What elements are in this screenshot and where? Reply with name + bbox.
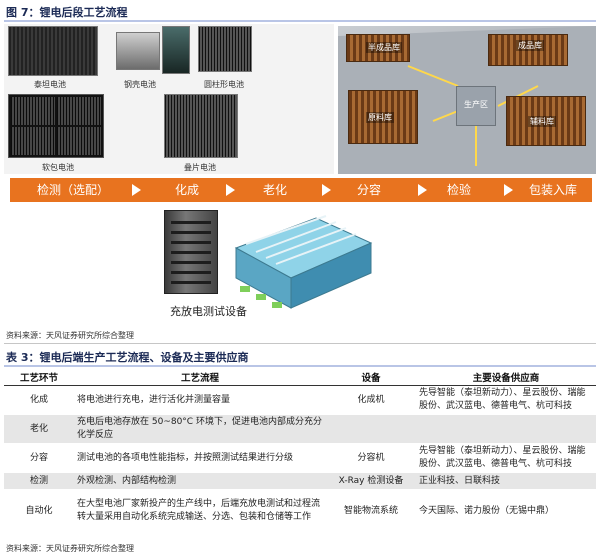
cell-equipment: 智能物流系统 [343,505,398,516]
cell-suppliers: 正业科技、日联科技 [416,473,596,489]
cell-stage: 检测 [4,473,74,489]
equipment-caption: 充放电测试设备 [170,305,247,318]
header-equipment: 设备 [326,369,416,386]
cell-process: 充电后电池存放在 50~80°C 环境下，促进电池内部成分充分化学反应 [74,415,326,443]
figure-title: 图 7：锂电后段工艺流程 [6,6,128,19]
cell-suppliers: 先导智能（泰坦新动力）、星云股份、瑞能股份、武汉蓝电、德普电气、杭可科技 [419,446,586,469]
warehouse-label-semi: 半成品库 [366,42,402,53]
photo-label-2: 钢壳电池 [124,80,156,89]
process-step-4: 分容 [356,183,381,197]
production-area-label: 生产区 [464,100,488,109]
soft-pack-xray-grid [8,94,104,158]
table-source: 资料来源：天风证券研究所综合整理 [6,544,134,553]
figure-title-rule [4,20,596,22]
cell-equipment: X-Ray 检测设备 [326,473,416,489]
process-step-1: 检测（选配） [36,183,109,197]
process-step-6: 包装入库 [528,183,577,197]
cell-suppliers: 今天国际、诺力股份（无锡中鼎） [419,505,555,516]
steel-case-cell-photo [116,32,160,70]
process-step-3: 老化 [262,183,287,197]
table-row: 老化 充电后电池存放在 50~80°C 环境下，促进电池内部成分充分化学反应 [4,415,596,443]
process-flow-bar: 检测（选配） 化成 老化 分容 检验 包装入库 [10,178,592,202]
table-row: 检测 外观检测、内部结构检测 X-Ray 检测设备 正业科技、日联科技 [4,473,596,489]
header-stage: 工艺环节 [4,369,74,386]
rack-finished [488,34,568,66]
cell-stage: 分容 [29,452,48,463]
figure-source: 资料来源：天风证券研究所综合整理 [6,331,134,340]
cell-suppliers [416,415,596,443]
cell-suppliers: 先导智能（泰坦新动力）、星云股份、瑞能股份、武汉蓝电、德普电气、杭可科技 [419,388,586,412]
process-step-2: 化成 [174,183,199,197]
production-area: 生产区 [456,86,496,126]
cell-process: 将电池进行充电，进行活化并测量容量 [77,394,231,405]
cell-equipment: 化成机 [357,394,385,405]
cell-stage: 自动化 [25,505,53,516]
pouch-cell-photo [8,26,98,76]
table-title-rule [4,365,596,367]
header-process: 工艺流程 [74,369,326,386]
warehouse-label-finished: 成品库 [516,40,544,51]
flow-arrow-icon [504,184,513,196]
warehouse-label-raw: 原料库 [366,112,394,123]
cell-stage: 老化 [4,415,74,443]
battery-photo-panel: 泰坦电池 钢壳电池 圆柱形电池 软包电池 叠片电池 [4,24,334,174]
rack-semi-finished [346,34,410,62]
process-table: 工艺环节 工艺流程 设备 主要设备供应商 化成 将电池进行充电，进行活化并测量容… [4,369,596,533]
cell-process: 外观检测、内部结构检测 [74,473,326,489]
laminated-cell-xray [164,94,238,158]
rack-raw-material [348,90,418,144]
cell-equipment [326,415,416,443]
formation-machine-illustration [234,215,373,309]
table-row: 分容 测试电池的各项电性能指标，并按照测试结果进行分级 分容机 先导智能（泰坦新… [4,443,596,473]
warehouse-label-aux: 辅料库 [528,116,556,127]
cell-process: 测试电池的各项电性能指标，并按照测试结果进行分级 [77,452,294,463]
charge-discharge-cabinet [164,210,218,294]
table-header-row: 工艺环节 工艺流程 设备 主要设备供应商 [4,369,596,386]
cylindrical-cell-photo [198,26,252,72]
warehouse-layout: 生产区 半成品库 成品库 原料库 辅料库 [338,26,596,174]
process-figure: 泰坦电池 钢壳电池 圆柱形电池 软包电池 叠片电池 生产区 半成品库 成品库 原… [4,24,596,324]
photo-label-3: 圆柱形电池 [204,80,244,89]
flow-arrow-icon [132,184,141,196]
table-title: 表 3：锂电后端生产工艺流程、设备及主要供应商 [6,351,249,364]
table-row: 化成 将电池进行充电，进行活化并测量容量 化成机 先导智能（泰坦新动力）、星云股… [4,385,596,415]
section-divider [4,343,596,344]
rack-auxiliary [506,96,586,146]
flow-arrow-icon [418,184,427,196]
photo-label-5: 叠片电池 [184,163,216,172]
cylindrical-rack-photo [162,26,190,74]
photo-label-1: 泰坦电池 [34,80,66,89]
process-step-5: 检验 [446,183,471,197]
cell-equipment: 分容机 [357,452,385,463]
cell-process: 在大型电池厂家新投产的生产线中，后端充放电测试和过程流转大量采用自动化系统完成输… [77,499,321,522]
table-row: 自动化 在大型电池厂家新投产的生产线中，后端充放电测试和过程流转大量采用自动化系… [4,489,596,533]
photo-label-4: 软包电池 [42,163,74,172]
flow-arrow-icon [322,184,331,196]
flow-arrow-icon [226,184,235,196]
header-suppliers: 主要设备供应商 [416,369,596,386]
cell-stage: 化成 [29,394,48,405]
